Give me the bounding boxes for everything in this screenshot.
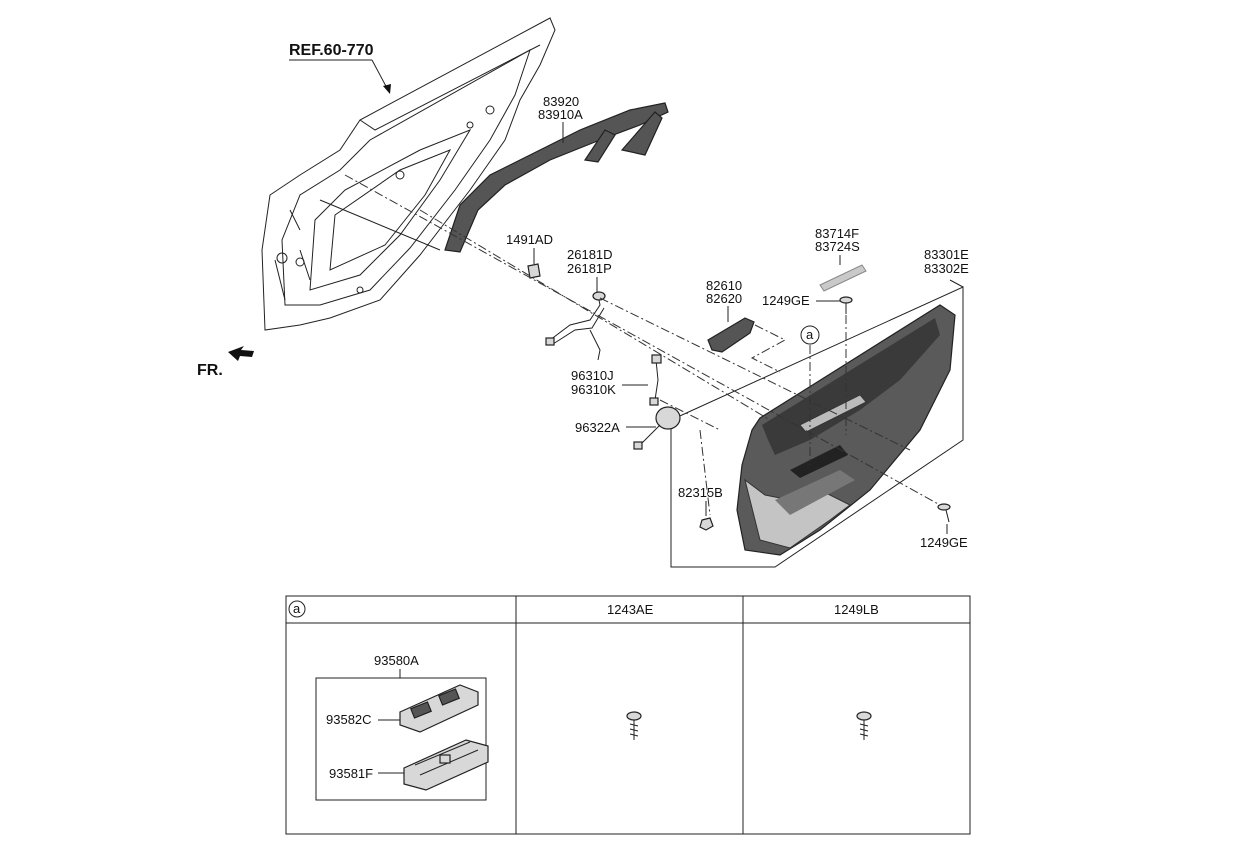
assembly-lines bbox=[344, 174, 941, 516]
front-label: FR. bbox=[197, 362, 223, 379]
table-header-1243ae: 1243AE bbox=[607, 602, 654, 617]
harness-label-2: 26181P bbox=[567, 261, 612, 276]
screw-top-label: 1249GE bbox=[762, 293, 810, 308]
weatherstrip-label-1: 83920 bbox=[543, 94, 579, 109]
switch-cover-label: 93582C bbox=[326, 712, 372, 727]
sensor-label-1: 96310J bbox=[571, 368, 614, 383]
switch-cover-part bbox=[399, 684, 479, 733]
fastener-label: 82315B bbox=[678, 485, 723, 500]
weatherstrip-drawing bbox=[444, 102, 669, 253]
ref-a-bubble-door bbox=[800, 325, 820, 345]
handle-label-1: 82610 bbox=[706, 278, 742, 293]
handle-part bbox=[707, 317, 755, 353]
harness-label-1: 26181D bbox=[567, 247, 613, 262]
trim-leader bbox=[949, 279, 964, 288]
switch-assy-label: 93580A bbox=[374, 653, 419, 668]
trim-bounding-frame bbox=[670, 286, 964, 568]
table-col-a-marker: a bbox=[293, 601, 301, 616]
clip-label: 1491AD bbox=[506, 232, 553, 247]
speaker-label: 96322A bbox=[575, 420, 620, 435]
ref-label: REF.60-770 bbox=[289, 42, 374, 59]
trim-label-1: 83301E bbox=[924, 247, 969, 262]
switch-body-part bbox=[403, 739, 489, 791]
parts-table bbox=[285, 595, 971, 835]
switch-body-label: 93581F bbox=[329, 766, 373, 781]
garnish-label-2: 83724S bbox=[815, 239, 860, 254]
sensor-part bbox=[649, 354, 662, 406]
ref-a-letter-door: a bbox=[806, 327, 814, 342]
switch-assy-box bbox=[315, 677, 487, 801]
ref-leader bbox=[371, 59, 389, 91]
screw-top-part bbox=[839, 296, 853, 314]
handle-label-2: 82620 bbox=[706, 291, 742, 306]
door-frame-drawing bbox=[261, 17, 556, 331]
front-arrow-icon bbox=[228, 346, 254, 361]
screw-1243ae-icon bbox=[626, 711, 642, 740]
garnish-label-1: 83714F bbox=[815, 226, 859, 241]
screw-bottom-part bbox=[937, 503, 951, 523]
garnish-part bbox=[819, 264, 867, 292]
table-header-1249lb: 1249LB bbox=[834, 602, 879, 617]
screw-bottom-label: 1249GE bbox=[920, 535, 968, 550]
speaker-part bbox=[633, 406, 681, 450]
trim-label-2: 83302E bbox=[924, 261, 969, 276]
clip-part bbox=[527, 263, 541, 279]
ref-arrowhead bbox=[383, 84, 391, 94]
screw-1249lb-icon bbox=[856, 711, 872, 740]
harness-drawing bbox=[545, 291, 606, 361]
sensor-label-2: 96310K bbox=[571, 382, 616, 397]
weatherstrip-label-2: 83910A bbox=[538, 107, 583, 122]
ref-a-bubble-table bbox=[288, 600, 306, 618]
fastener-part bbox=[699, 517, 714, 531]
